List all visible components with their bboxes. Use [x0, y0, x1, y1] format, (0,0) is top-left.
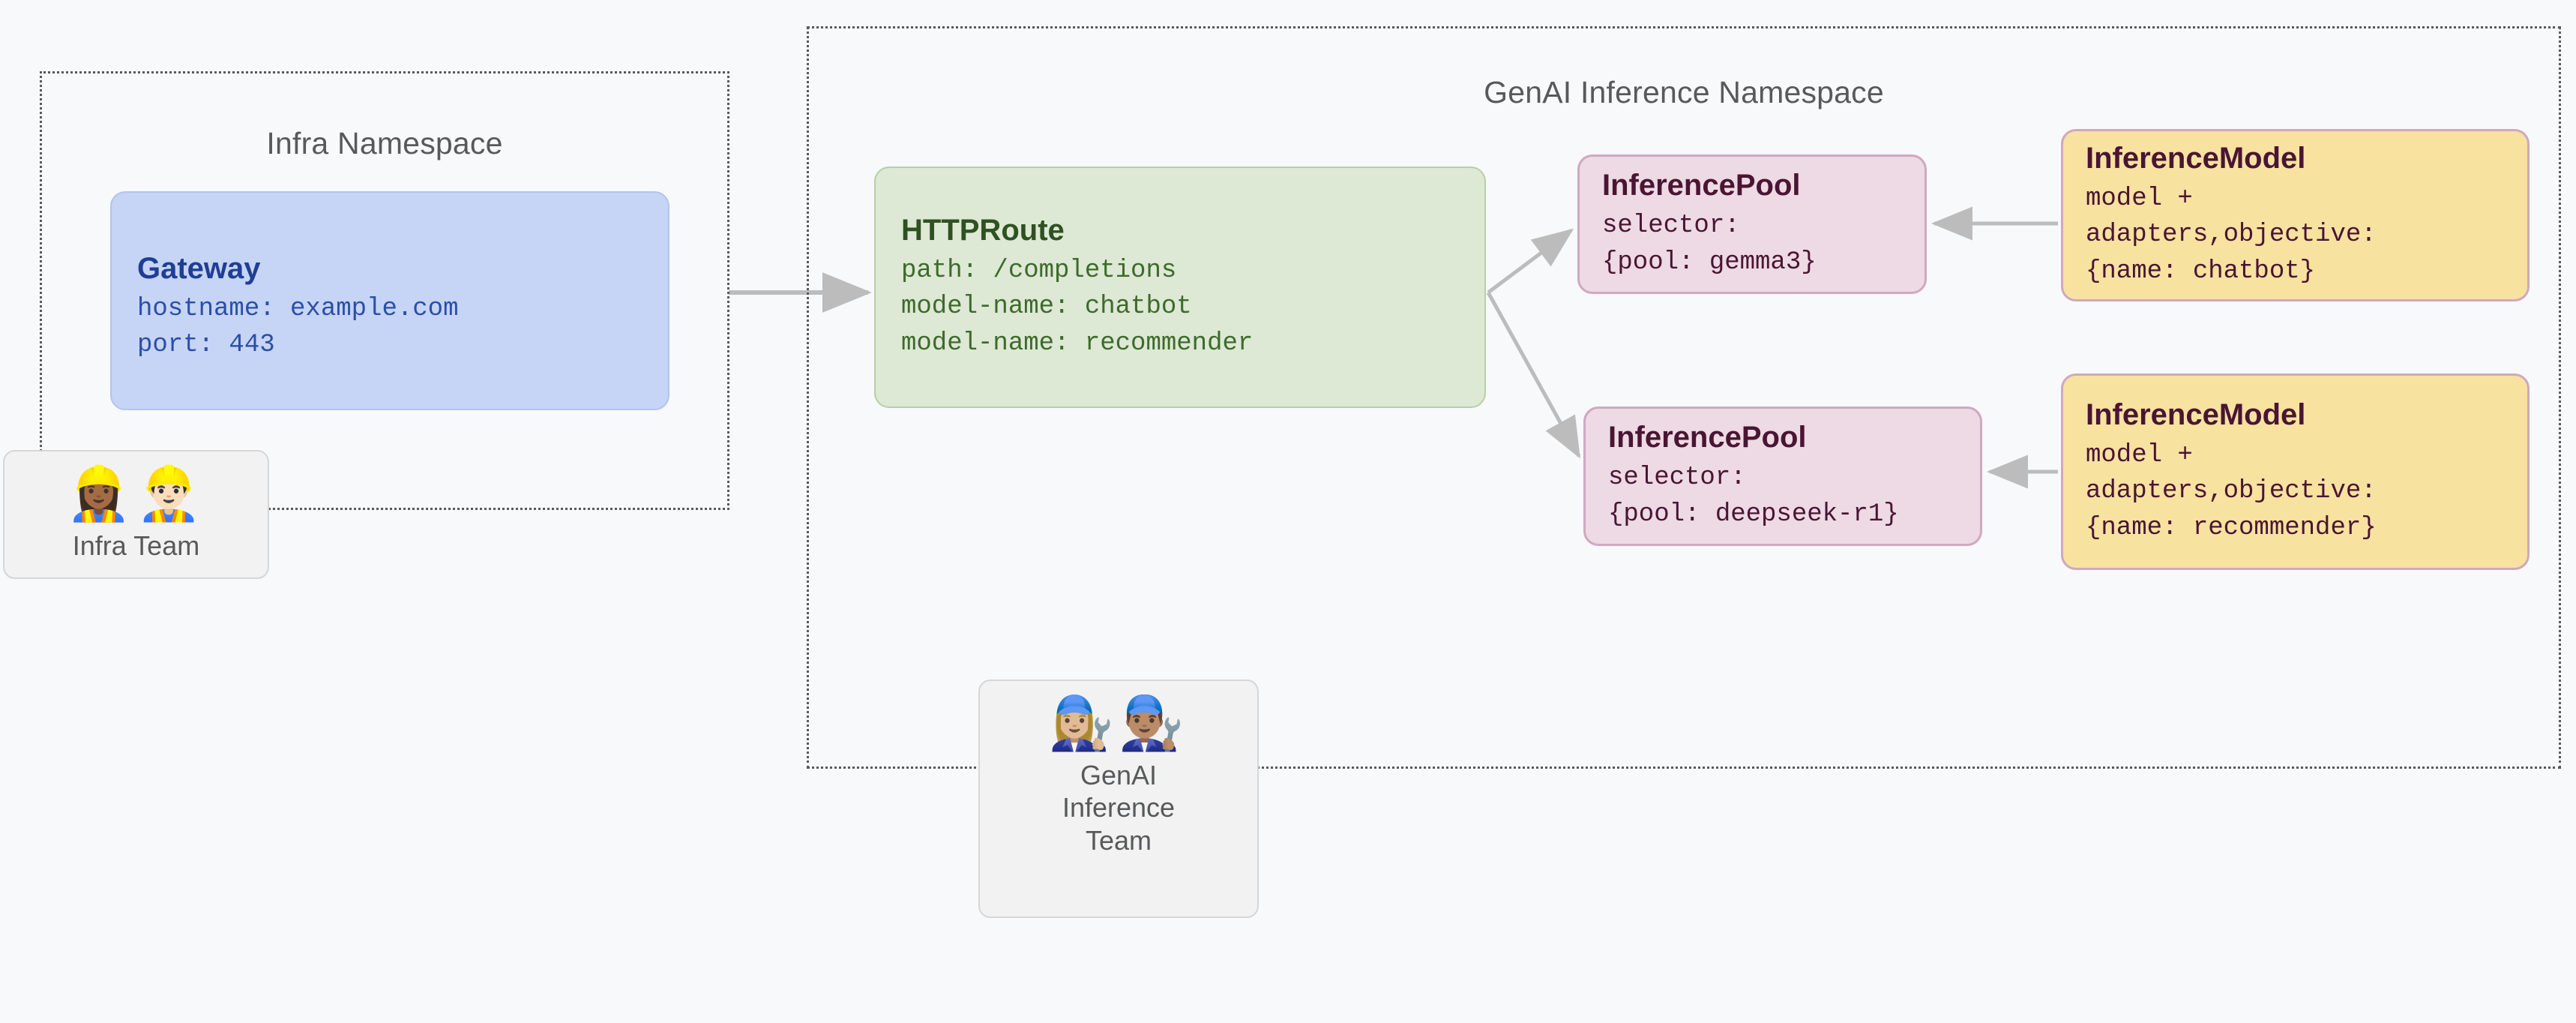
infra-team-label: Infra Team — [72, 530, 200, 561]
genai-inference-team-label: GenAI Inference Team — [1062, 759, 1176, 856]
mechanic-icons: 👩🏼‍🔧👨🏽‍🔧 — [1048, 694, 1189, 752]
construction-worker-icons: 👷🏾‍♀️👷🏻‍♂️ — [66, 464, 206, 523]
gateway-kind-label: Gateway — [137, 252, 261, 285]
inferencemodel-recommender-node[interactable]: InferenceModel model + adapters,objectiv… — [2061, 374, 2530, 570]
httproute-kind-label: HTTPRoute — [901, 214, 1065, 247]
inferencepool-deepseek-fields: selector: {pool: deepseek-r1} — [1608, 464, 1899, 529]
infra-team-card[interactable]: 👷🏾‍♀️👷🏻‍♂️ Infra Team — [3, 450, 269, 579]
genai-inference-team-card[interactable]: 👩🏼‍🔧👨🏽‍🔧 GenAI Inference Team — [978, 680, 1259, 918]
inferencepool-deepseek-kind-label: InferencePool — [1608, 421, 1807, 454]
httproute-fields: path: /completions model-name: chatbot m… — [901, 256, 1254, 358]
inferencemodel-chatbot-fields: model + adapters,objective: {name: chatb… — [2086, 184, 2377, 286]
inferencemodel-recommender-kind-label: InferenceModel — [2086, 398, 2306, 431]
gateway-node[interactable]: Gateway hostname: example.com port: 443 — [110, 191, 669, 410]
inferencepool-gemma3-fields: selector: {pool: gemma3} — [1602, 212, 1817, 277]
inferencepool-gemma3-kind-label: InferencePool — [1602, 169, 1801, 202]
genai-namespace-title: GenAI Inference Namespace — [1484, 75, 1884, 110]
infra-namespace-container: Infra Namespace — [40, 71, 729, 510]
gateway-fields: hostname: example.com port: 443 — [137, 295, 459, 360]
httproute-node[interactable]: HTTPRoute path: /completions model-name:… — [874, 166, 1486, 408]
inferencemodel-chatbot-node[interactable]: InferenceModel model + adapters,objectiv… — [2061, 129, 2530, 302]
inferencepool-deepseek-node[interactable]: InferencePool selector: {pool: deepseek-… — [1583, 406, 1982, 546]
genai-namespace-container: GenAI Inference Namespace — [807, 26, 2561, 769]
inferencepool-gemma3-node[interactable]: InferencePool selector: {pool: gemma3} — [1577, 154, 1927, 294]
infra-namespace-title: Infra Namespace — [266, 126, 503, 160]
inferencemodel-recommender-fields: model + adapters,objective: {name: recom… — [2086, 441, 2377, 542]
inferencemodel-chatbot-kind-label: InferenceModel — [2086, 142, 2306, 176]
